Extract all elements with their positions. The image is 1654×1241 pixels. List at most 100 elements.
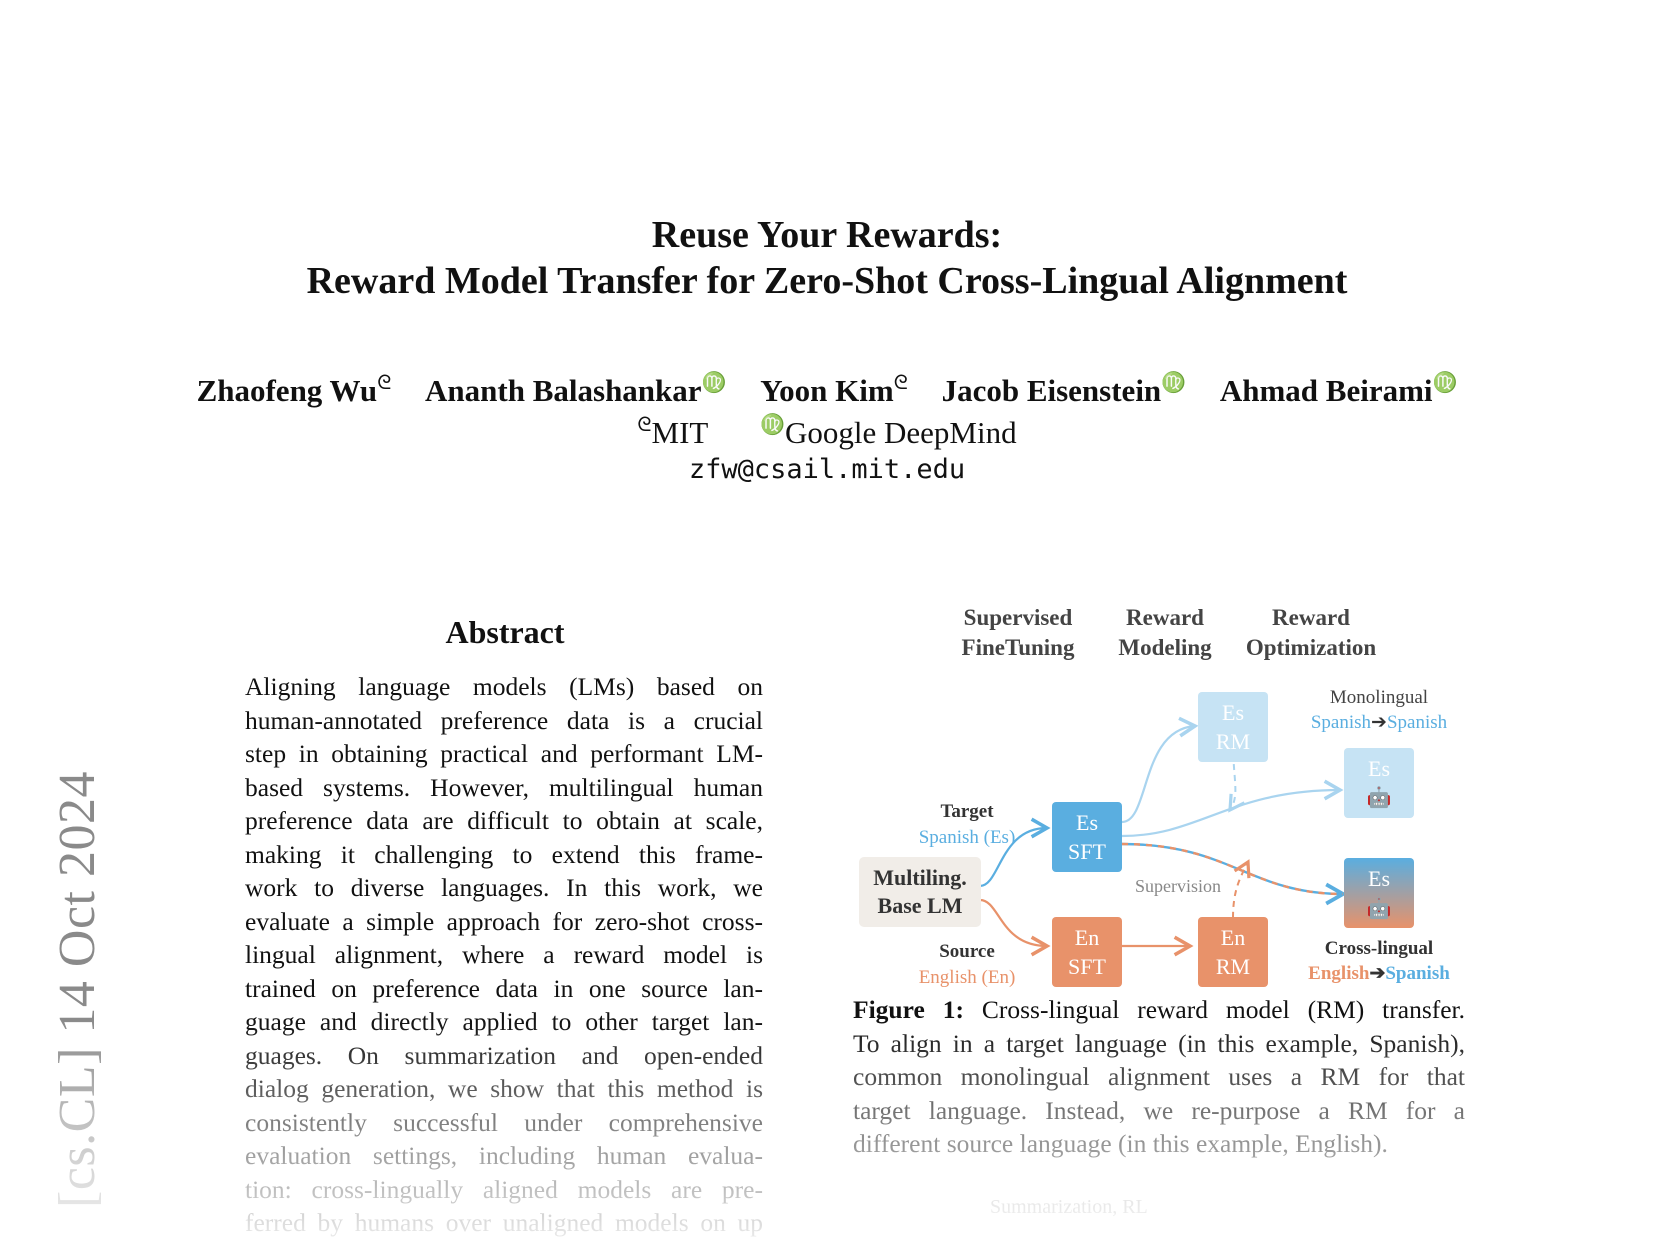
node-es-crosslingual-policy: Es 🤖: [1344, 858, 1414, 928]
monolingual-label: Monolingual: [1330, 687, 1428, 708]
affiliation-marker: ♍: [1432, 372, 1458, 394]
affiliation-list: ᘓMIT ♍Google DeepMind: [0, 412, 1654, 451]
caption-text: Cross-lingual reward model (RM) transfer…: [981, 995, 1466, 1024]
caption-line: Figure 1: Cross-lingual reward model (RM…: [853, 993, 1465, 1027]
affiliation: ᘓMIT: [637, 414, 708, 451]
author: Ananth Balashankar♍: [425, 370, 726, 409]
figure-1-diagram: Supervised FineTuning Reward Modeling Re…: [859, 605, 1450, 988]
node-label: En: [1221, 925, 1245, 950]
stage-header-line: Optimization: [1246, 635, 1377, 660]
arrow-icon: ➔: [1371, 712, 1387, 733]
abstract-line: evaluation settings, including human eva…: [245, 1141, 763, 1170]
author: Ahmad Beirami♍: [1220, 370, 1458, 409]
edge-base-to-es-sft: [979, 817, 1051, 888]
monolingual-direction: Spanish➔Spanish: [1311, 712, 1448, 733]
abstract-line: evaluate a simple approach for zero-shot…: [245, 906, 763, 936]
node-label: Base LM: [878, 893, 963, 918]
abstract-line: tion: cross-lingually aligned models are…: [245, 1174, 763, 1204]
node-label: Multiling.: [873, 865, 967, 890]
direction-from: English: [1308, 963, 1370, 984]
abstract-line: preference data are difficult to obtain …: [245, 806, 763, 835]
abstract-line: consistently successful under comprehens…: [245, 1107, 763, 1137]
stage-header-sft: Supervised FineTuning: [962, 605, 1075, 660]
affiliation-marker: ᘓ: [377, 372, 392, 394]
node-es-rm: Es RM: [1198, 692, 1268, 762]
abstract-line: step in obtaining practical and performa…: [245, 739, 763, 768]
affiliation-marker: ♍: [760, 414, 785, 436]
target-language: Spanish (Es): [919, 827, 1016, 848]
figure-1-caption: Figure 1: Cross-lingual reward model (RM…: [853, 993, 1465, 1161]
caption-line: different source language (in this examp…: [853, 1129, 1388, 1158]
caption-line: common monolingual alignment uses a RM f…: [853, 1062, 1465, 1091]
abstract-line: human-annotated preference data is a cru…: [245, 705, 763, 735]
crosslingual-direction: English➔Spanish: [1308, 963, 1450, 984]
author-name: Yoon Kim: [760, 373, 894, 408]
author-name: Ananth Balashankar: [425, 373, 702, 408]
title-line-1: Reuse Your Rewards:: [651, 214, 1003, 256]
supervision-label: Supervision: [1135, 876, 1221, 896]
abstract-line: based systems. However, multilingual hum…: [245, 772, 763, 802]
affiliation-marker: ♍: [701, 372, 727, 394]
affiliation: ♍Google DeepMind: [760, 412, 1017, 451]
node-label: Es: [1076, 810, 1098, 835]
author-name: Zhaofeng Wu: [196, 373, 378, 408]
affiliation-name: MIT: [651, 415, 709, 450]
direction-to: Spanish: [1385, 963, 1450, 984]
author-list: Zhaofeng Wuᘓ Ananth Balashankar♍ Yoon Ki…: [0, 370, 1654, 409]
next-figure-label: Summarization, RL: [990, 1196, 1148, 1218]
node-es-sft: Es SFT: [1052, 802, 1122, 872]
author: Zhaofeng Wuᘓ: [197, 372, 392, 409]
node-label: RM: [1216, 954, 1250, 979]
title-line-2: Reward Model Transfer for Zero-Shot Cros…: [306, 260, 1348, 302]
node-label: RM: [1216, 729, 1250, 754]
target-label: Target: [940, 801, 994, 822]
stage-header-line: Reward: [1272, 605, 1350, 630]
affiliation-marker: ᘓ: [893, 372, 908, 394]
abstract-line: Aligning language models (LMs) based on: [245, 672, 763, 701]
contact-email[interactable]: zfw@csail.mit.edu: [688, 454, 966, 485]
direction-from: Spanish: [1311, 712, 1372, 733]
edge-es-sft-to-es-mono: [1121, 779, 1344, 838]
node-en-rm: En RM: [1198, 917, 1268, 987]
source-language: English (En): [919, 967, 1016, 988]
abstract-line: lingual alignment, where a reward model …: [245, 940, 763, 969]
affiliation-marker: ♍: [1161, 372, 1187, 394]
node-label: SFT: [1068, 954, 1106, 979]
edge-es-sft-to-es-cross-orange: [1121, 842, 1344, 896]
robot-icon: 🤖: [1367, 896, 1392, 920]
affiliation-marker: ᘓ: [637, 414, 652, 436]
author: Jacob Eisenstein♍: [942, 370, 1187, 409]
stage-header-ro: Reward Optimization: [1246, 605, 1377, 660]
abstract-line: work to diverse languages. In this work,…: [245, 873, 763, 902]
paper-title: Reuse Your Rewards: Reward Model Transfe…: [0, 212, 1654, 304]
author-name: Ahmad Beirami: [1219, 373, 1433, 408]
crosslingual-label: Cross-lingual: [1325, 938, 1433, 959]
abstract-line: ferred by humans over unaligned models o…: [245, 1208, 763, 1237]
caption-line: To align in a target language (in this e…: [853, 1028, 1465, 1058]
abstract-line: trained on preference data in one source…: [245, 973, 763, 1003]
node-label: En: [1075, 925, 1099, 950]
direction-to: Spanish: [1387, 712, 1448, 733]
arxiv-sidebar-stamp: [cs.CL] 14 Oct 2024: [49, 771, 106, 1208]
node-es-monolingual-policy: Es 🤖: [1344, 748, 1414, 818]
node-label: SFT: [1068, 839, 1106, 864]
edge-base-to-en-sft: [979, 898, 1051, 957]
affiliation-name: Google DeepMind: [784, 415, 1017, 450]
abstract-line: guage and directly applied to other targ…: [245, 1007, 763, 1036]
node-multilingual-base-lm: Multiling. Base LM: [859, 857, 981, 927]
abstract-line: making it challenging to extend this fra…: [245, 839, 763, 869]
source-label: Source: [939, 941, 995, 962]
stage-header-line: FineTuning: [962, 635, 1075, 660]
abstract-body: Aligning language models (LMs) based on …: [245, 670, 763, 1240]
caption-line: target language. Instead, we re-purpose …: [853, 1095, 1465, 1125]
abstract-heading: Abstract: [445, 614, 565, 650]
abstract-line: dialog generation, we show that this met…: [245, 1074, 763, 1103]
author-name: Jacob Eisenstein: [941, 373, 1162, 408]
edge-es-sft-to-es-rm: [1121, 716, 1199, 824]
node-label: Es: [1368, 866, 1390, 891]
node-label: Es: [1368, 756, 1390, 781]
author: Yoon Kimᘓ: [760, 372, 908, 409]
robot-icon: 🤖: [1367, 785, 1392, 809]
figure-label: Figure 1:: [853, 995, 964, 1024]
stage-header-line: Reward: [1126, 605, 1204, 630]
